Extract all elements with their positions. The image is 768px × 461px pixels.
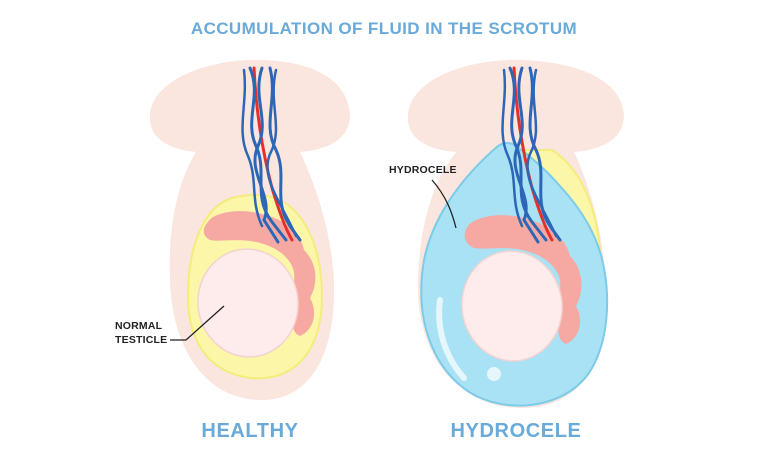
hydrocele-label-leader <box>431 179 457 229</box>
normal-testicle-label: NORMAL TESTICLE <box>115 319 167 347</box>
healthy-label-leader <box>170 305 225 341</box>
normal-testicle-label-line1: NORMAL <box>115 320 163 332</box>
healthy-testicle <box>197 248 299 358</box>
hydrocele-spermatic-cord <box>501 66 562 244</box>
healthy-scrotum-figure <box>149 59 350 401</box>
hydrocele-highlight-dot <box>487 367 501 381</box>
hydrocele-highlight <box>436 297 467 381</box>
healthy-epididymis <box>203 211 316 336</box>
normal-testicle-label-line2: TESTICLE <box>115 334 168 346</box>
healthy-caption: HEALTHY <box>201 420 299 442</box>
hydrocele-epididymis <box>464 215 582 344</box>
hydrocele-label: HYDROCELE <box>389 164 457 176</box>
healthy-spermatic-cord <box>241 66 302 244</box>
hydrocele-testicle <box>461 250 563 362</box>
hydrocele-scrotum-figure <box>407 59 624 408</box>
hydrocele-caption: HYDROCELE <box>450 420 582 442</box>
diagram-title: ACCUMULATION OF FLUID IN THE SCROTUM <box>190 19 578 38</box>
